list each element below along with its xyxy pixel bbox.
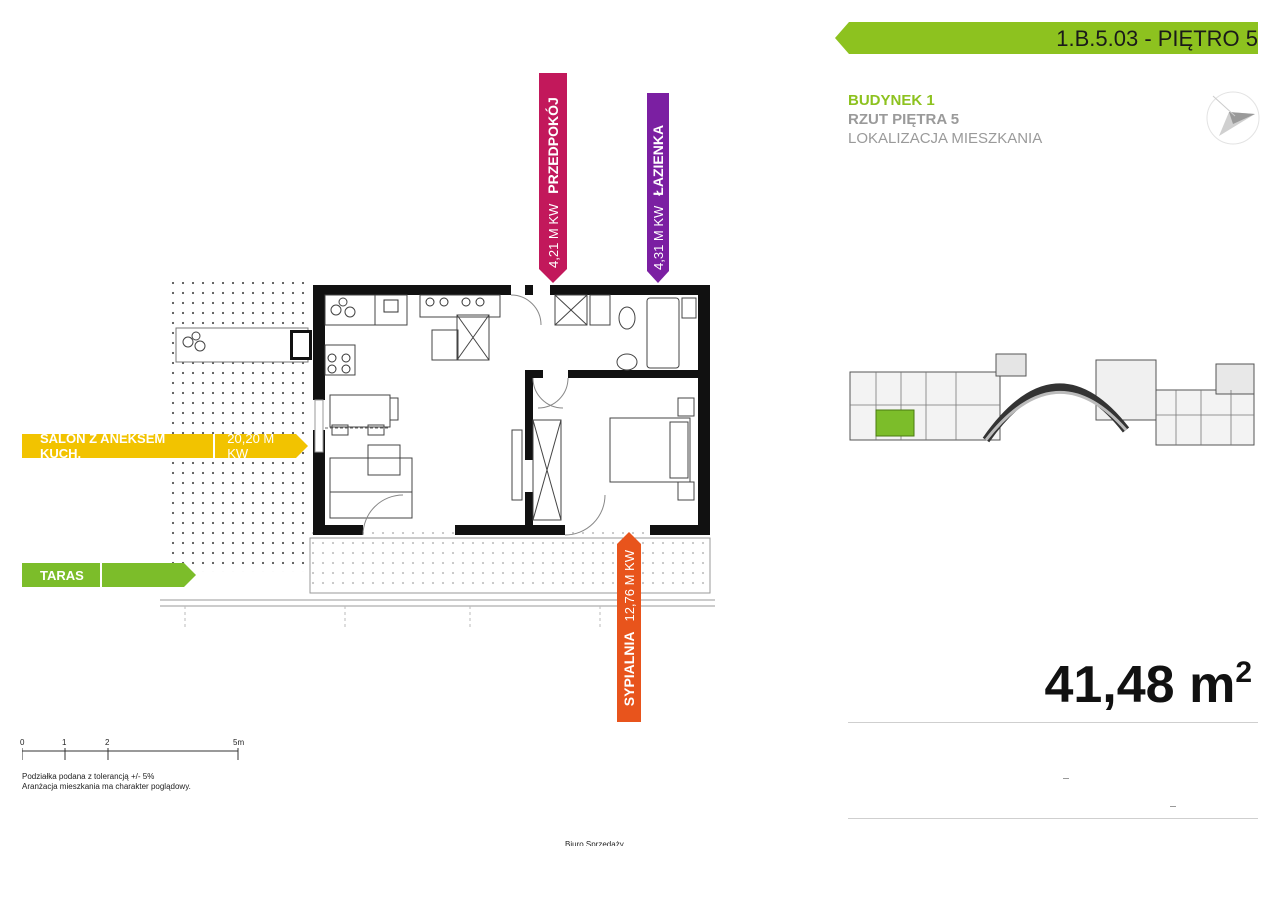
room-label-terrace: TARAS — [22, 563, 196, 587]
bedroom-label-shape — [617, 532, 641, 722]
unit-banner — [835, 22, 1258, 54]
unit-title: 1.B.5.03 - PIĘTRO 5 — [1056, 26, 1258, 52]
dash-mark-2 — [1170, 806, 1176, 807]
living-name: SALON Z ANEKSEM KUCH. — [40, 431, 166, 461]
floor-plan-drawing — [160, 282, 715, 630]
plan-notes: Podziałka podana z tolerancją +/- 5% Ara… — [22, 772, 191, 792]
hall-area: 4,21 M KW — [545, 203, 561, 268]
terrace-name: TARAS — [40, 567, 84, 583]
plan-name: RZUT PIĘTRA 5 — [848, 111, 960, 128]
divider-2 — [848, 818, 1258, 819]
terrace-separator — [100, 563, 102, 587]
building-key-plan — [849, 353, 1255, 446]
room-label-living: SALON Z ANEKSEM KUCH. 20,20 M KW — [22, 434, 308, 458]
total-area-exponent: 2 — [1235, 656, 1252, 689]
note-arrangement: Aranżacja mieszkania ma charakter pogląd… — [22, 782, 191, 791]
north-arrow-icon — [1206, 91, 1260, 145]
scale-tick-5m: 5m — [233, 738, 245, 747]
hall-label-shape — [539, 73, 567, 283]
bathroom-name: ŁAZIENKA — [650, 124, 666, 196]
note-tolerance: Podziałka podana z tolerancją +/- 5% — [22, 772, 155, 781]
sales-office-label: Biuro Sprzedaży — [565, 840, 624, 846]
floor-label: - PIĘTRO 5 — [1144, 26, 1258, 51]
bedroom-label-text: 12,76 M KW SYPIALNIA — [617, 550, 641, 714]
total-area: 41,48 m2 — [1044, 655, 1252, 715]
hall-name: PRZEDPOKÓJ — [545, 97, 561, 194]
dash-mark-1 — [1063, 778, 1069, 779]
location-label: LOKALIZACJA MIESZKANIA — [848, 130, 1043, 147]
bathroom-area: 4,31 M KW — [650, 205, 666, 270]
building-info: BUDYNEK 1 RZUT PIĘTRA 5 LOKALIZACJA MIES… — [848, 91, 1042, 148]
bedroom-name: SYPIALNIA — [621, 631, 637, 707]
hall-label-text: 4,21 M KW PRZEDPOKÓJ — [539, 82, 567, 268]
divider-1 — [848, 722, 1258, 723]
bathroom-label-shape — [647, 93, 669, 283]
building-name: BUDYNEK 1 — [848, 92, 935, 109]
bathroom-label-text: 4,31 M KW ŁAZIENKA — [647, 102, 669, 270]
scale-bar — [22, 748, 239, 760]
total-area-value: 41,48 — [1044, 656, 1175, 714]
living-area: 20,20 M KW — [227, 431, 275, 461]
total-area-unit: m — [1189, 656, 1236, 714]
scale-tick-0: 0 — [20, 738, 25, 747]
unit-code: 1.B.5.03 — [1056, 26, 1139, 51]
scale-tick-1: 1 — [62, 738, 67, 747]
living-separator — [213, 434, 215, 458]
room-label-bedroom: 12,76 M KW SYPIALNIA — [617, 532, 641, 722]
room-label-bathroom: 4,31 M KW ŁAZIENKA — [647, 93, 669, 283]
bedroom-area: 12,76 M KW — [621, 550, 637, 622]
room-label-hall: 4,21 M KW PRZEDPOKÓJ — [539, 73, 567, 283]
scale-tick-2: 2 — [105, 738, 110, 747]
